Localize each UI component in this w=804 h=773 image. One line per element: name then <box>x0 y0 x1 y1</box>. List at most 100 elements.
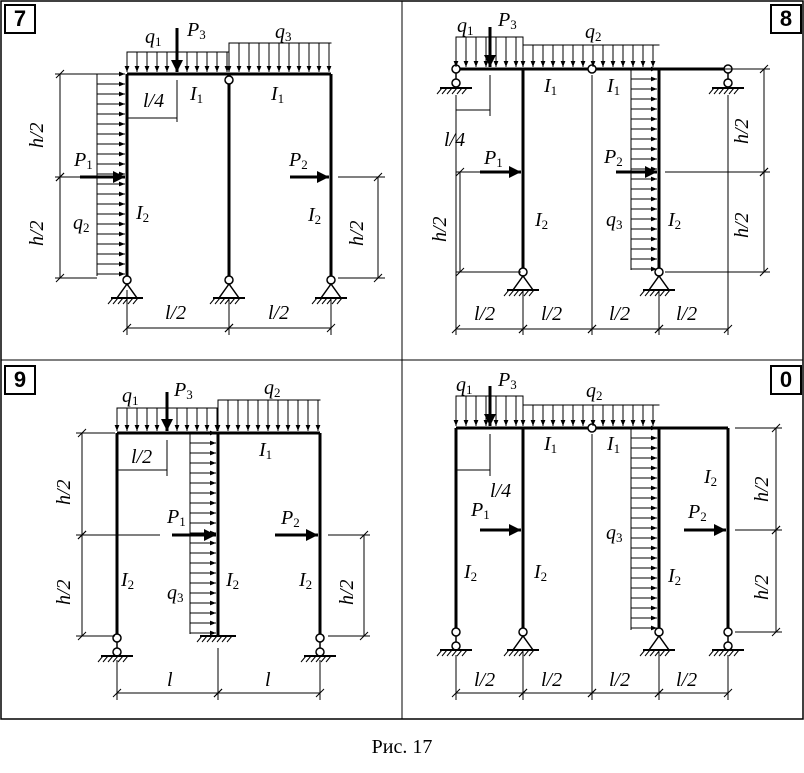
p0-support-1-hinge <box>451 627 461 637</box>
p7-support-right-hatch <box>321 297 328 305</box>
p9-dim-h-right-tick <box>359 631 369 641</box>
p9-i1-label: I1 <box>259 439 273 462</box>
p7-i2-label-left: I2 <box>136 202 150 225</box>
p0-support-1-hatch <box>436 649 443 657</box>
p0-i2-label-3: I2 <box>668 565 682 588</box>
p8-h2-right-upper: h/2 <box>731 118 753 144</box>
p7-dim-h-lower-tick <box>55 172 65 182</box>
p7-support-mid-hatch <box>219 297 226 305</box>
p8-end-right-hatch <box>723 87 730 95</box>
p7-i1-label-left: I1 <box>190 83 204 106</box>
p8-support-right-hatch <box>639 289 646 297</box>
p8-support-left-hatch <box>503 289 510 297</box>
p7-support-right-hatch <box>336 297 343 305</box>
p0-l2-3: l/2 <box>609 669 631 691</box>
p7-q2-label: q2 <box>73 212 90 235</box>
p8-end-right-hatch <box>718 87 725 95</box>
p0-dim-h-upper-tick <box>771 423 781 433</box>
p9-h2-upper: h/2 <box>53 479 75 505</box>
p9-support-right-hatch <box>310 655 317 663</box>
p7-dim-l2-right-tick <box>224 323 234 333</box>
p7-dim-l2-right-tick <box>326 323 336 333</box>
p9-l2-label: l/2 <box>131 446 153 468</box>
p0-q2-label: q2 <box>586 380 603 403</box>
p7-support-mid-hatch <box>229 297 236 305</box>
p0-support-3-hatch <box>639 649 646 657</box>
p0-dim-l2-3-tick <box>587 688 597 698</box>
p7-support-left-hatch <box>117 297 124 305</box>
figure-caption: Рис. 17 <box>371 736 433 758</box>
p9-mid-hatch <box>216 635 223 643</box>
p7-p3-label: P3 <box>187 19 206 42</box>
p7-h2-upper: h/2 <box>26 122 48 148</box>
p8-end-left-h2 <box>451 78 461 88</box>
p8-dim-h-left-tick <box>455 167 465 177</box>
p7-support-right-hatch <box>316 297 323 305</box>
p9-mid-hatch <box>211 635 218 643</box>
p8-dim-l2-4-tick <box>723 324 733 334</box>
p9-dim-h-upper-tick <box>77 428 87 438</box>
p8-end-left-hatch <box>436 87 443 95</box>
p9-dim-h-right-tick <box>359 530 369 540</box>
p7-dim-h-lower-tick <box>55 273 65 283</box>
p9-q1-label: q1 <box>122 385 139 408</box>
p0-h2-upper: h/2 <box>751 476 773 502</box>
p9-support-left-hinge2 <box>112 647 122 657</box>
p8-support-right-hatch <box>659 289 666 297</box>
p9-mid-hatch <box>201 635 208 643</box>
p0-l4-label: l/4 <box>490 480 512 502</box>
p8-end-left-hatch <box>456 87 463 95</box>
p7-support-mid-hatch <box>209 297 216 305</box>
p7-dim-h-right-tick <box>373 273 383 283</box>
p0-support-1-hatch <box>451 649 458 657</box>
p9-support-right-hinge <box>315 633 325 643</box>
p0-l2-1: l/2 <box>474 669 496 691</box>
p0-support-4-hatch <box>733 649 740 657</box>
p0-p1-label: P1 <box>471 499 490 522</box>
p7-support-left-hatch <box>112 297 119 305</box>
p9-support-left-hatch <box>97 655 104 663</box>
p8-support-left-hatch <box>523 289 530 297</box>
p8-dim-l2-2-tick <box>518 324 528 334</box>
p9-h2-lower: h/2 <box>53 579 75 605</box>
p8-dim-h-right-upper-tick <box>759 64 769 74</box>
p0-support-1-hatch <box>461 649 468 657</box>
p9-h2-right: h/2 <box>336 579 358 605</box>
p9-support-left-hatch <box>117 655 124 663</box>
p9-p2-label: P2 <box>281 507 300 530</box>
p8-end-right-hatch <box>728 87 735 95</box>
p7-support-right-hatch <box>331 297 338 305</box>
p0-support-3-hatch <box>664 649 671 657</box>
p7-h2-lower: h/2 <box>26 220 48 246</box>
p8-q3-label: q3 <box>606 209 623 232</box>
p9-i2-label-middle: I2 <box>226 569 240 592</box>
p8-h2-left: h/2 <box>429 216 451 242</box>
p7-h2-right: h/2 <box>346 220 368 246</box>
p7-support-mid-triangle <box>217 282 241 299</box>
p7-l2-right: l/2 <box>268 302 290 324</box>
p8-support-right-triangle <box>647 274 671 291</box>
p8-dim-l2-1-tick <box>451 324 461 334</box>
p0-dim-l2-4-tick <box>723 688 733 698</box>
p7-q1-label: q1 <box>145 26 162 49</box>
p0-support-2-hatch <box>523 649 530 657</box>
p8-support-left-hatch <box>513 289 520 297</box>
p8-support-right-hatch <box>649 289 656 297</box>
p0-support-3-hatch <box>659 649 666 657</box>
p0-q1-label: q1 <box>456 374 473 397</box>
p9-q2-label: q2 <box>264 377 281 400</box>
p8-dim-l2-3-tick <box>587 324 597 334</box>
p9-support-left-hatch <box>102 655 109 663</box>
p8-l2-3: l/2 <box>609 303 631 325</box>
p7-support-left-hatch <box>132 297 139 305</box>
p8-dim-l2-4-tick <box>654 324 664 334</box>
p8-end-left-hatch <box>461 87 468 95</box>
p0-support-2-hatch <box>513 649 520 657</box>
p0-support-2-triangle <box>511 634 535 651</box>
p7-dim-h-right-tick <box>373 172 383 182</box>
p0-support-1-hatch <box>446 649 453 657</box>
p7-beam-hinge <box>224 75 234 85</box>
p8-end-left-hatch <box>451 87 458 95</box>
p0-support-2-hatch <box>528 649 535 657</box>
